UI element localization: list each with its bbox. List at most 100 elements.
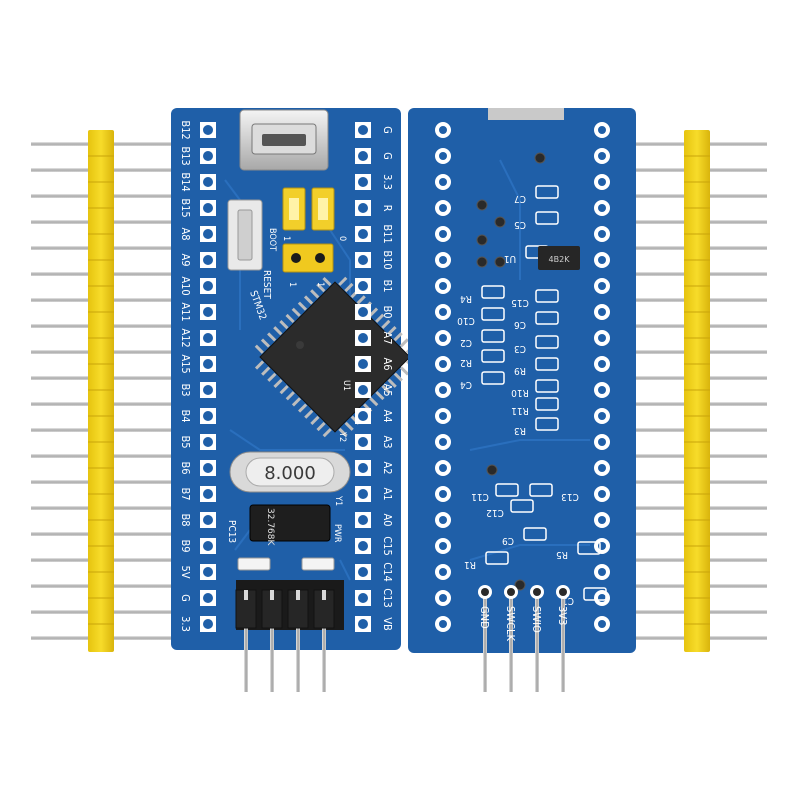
component-label: C11 — [471, 491, 489, 502]
component-label: C13 — [561, 491, 579, 502]
component-label: R3 — [514, 425, 526, 436]
pin-label: B5 — [179, 435, 192, 448]
reset-label: RESET — [261, 270, 272, 299]
component-label: C5 — [514, 219, 526, 230]
component-label: R10 — [511, 387, 529, 398]
pin-labels-right: GG3.3RB11B10B1B0A7A6A5A4A3A2A1A0C15C14C1… — [381, 126, 394, 631]
jumper-left-label: 1 — [287, 282, 297, 287]
swd-label: SWIO — [530, 606, 543, 633]
pin-label: R — [381, 205, 394, 212]
loose-pin-header-right — [627, 130, 767, 652]
pin-label: A9 — [179, 253, 192, 266]
pin-label: B0 — [381, 305, 394, 318]
pin-label: B8 — [179, 513, 192, 526]
jumper-right-label: 1 — [315, 282, 325, 287]
component-label: R2 — [460, 357, 472, 368]
component-label: C7 — [514, 193, 526, 204]
component-label: C12 — [486, 507, 504, 518]
loose-pin-header-left — [31, 130, 171, 652]
pin-label: B1 — [381, 279, 394, 292]
component-label: C15 — [511, 297, 529, 308]
boot1-label: 1 — [281, 236, 291, 241]
pin-label: A7 — [381, 331, 394, 344]
boot-jumpers — [282, 187, 335, 273]
component-label: R5 — [556, 549, 568, 560]
pin-label: B4 — [179, 409, 192, 422]
boot0-label: 0 — [337, 236, 347, 241]
pad-column-left — [200, 122, 216, 632]
pin-label: A4 — [381, 409, 394, 422]
swd-label: GND — [478, 606, 491, 629]
pad-column-right — [355, 122, 371, 632]
pin-label: B9 — [179, 539, 192, 552]
pin-label: C15 — [381, 536, 394, 556]
pin-label: 3.3 — [381, 174, 394, 190]
swd-header-front — [235, 580, 344, 692]
pin-label: A6 — [381, 357, 394, 370]
swd-header-back: GND SWCLK SWIO 3V3 — [478, 585, 570, 692]
pin-label: A5 — [381, 383, 394, 396]
swd-label: 3V3 — [556, 606, 569, 625]
pwr-label: PWR — [332, 524, 342, 543]
component-label: C10 — [457, 315, 475, 326]
pin-label: B3 — [179, 383, 192, 396]
component-label: C1 — [562, 595, 574, 606]
pc13-label: PC13 — [226, 520, 237, 543]
pin-label: A8 — [179, 227, 192, 240]
component-label: C4 — [460, 379, 472, 390]
reset-button — [227, 199, 263, 271]
component-label: C9 — [502, 535, 514, 546]
crystal-8mhz — [229, 451, 351, 493]
vias — [476, 152, 546, 591]
ic-marking: 4B2K — [549, 255, 571, 264]
pin-label: VB — [381, 617, 394, 631]
rtc-crystal-marking: 32.768K — [265, 508, 275, 546]
component-label: C2 — [460, 337, 472, 348]
pin-label: A10 — [179, 276, 192, 295]
u1-label: U1 — [341, 380, 351, 391]
pin-label: A0 — [381, 513, 394, 526]
pin-label: G — [381, 152, 394, 160]
back-ic: 4B2K — [538, 246, 580, 270]
pin-label: B14 — [179, 172, 192, 191]
pin-label: G — [179, 594, 192, 602]
boot-label: BOOT — [267, 228, 277, 251]
pin-label: B11 — [381, 224, 394, 243]
swd-label: SWCLK — [504, 606, 517, 641]
crystal-marking: 8.000 — [264, 463, 316, 484]
pin-label: B12 — [179, 120, 192, 139]
pin-label: B10 — [381, 250, 394, 269]
pin-label: 5V — [179, 565, 192, 578]
power-led — [301, 557, 335, 571]
pcb-back — [408, 108, 636, 653]
pin-label: 3.3 — [179, 616, 192, 632]
pin-label: B6 — [179, 461, 192, 474]
component-label: R11 — [511, 405, 529, 416]
component-label: R1 — [464, 559, 476, 570]
component-label: R9 — [514, 365, 526, 376]
pin-label: A1 — [381, 487, 394, 500]
pad-column-left-back — [435, 122, 451, 632]
pin-label: A2 — [381, 461, 394, 474]
pin-label: C13 — [381, 588, 394, 608]
crystal-32k — [249, 504, 331, 542]
micro-usb-connector — [239, 109, 329, 171]
y1-label: Y1 — [333, 495, 343, 506]
y2-label: Y2 — [337, 431, 347, 442]
pin-labels-left: B12B13B14B15A8A9A10A11A12A15B3B4B5B6B7B8… — [179, 120, 192, 632]
pin-label: B13 — [179, 146, 192, 165]
pin-label: A12 — [179, 328, 192, 347]
pin-label: C14 — [381, 562, 394, 582]
usb-edge — [488, 108, 564, 120]
component-label: C6 — [514, 319, 526, 330]
pin-label: A3 — [381, 435, 394, 448]
pin-label: A15 — [179, 354, 192, 373]
component-label: U1 — [504, 253, 516, 264]
pin-label: B7 — [179, 487, 192, 500]
pin-label: B15 — [179, 198, 192, 217]
pc13-led — [237, 557, 271, 571]
